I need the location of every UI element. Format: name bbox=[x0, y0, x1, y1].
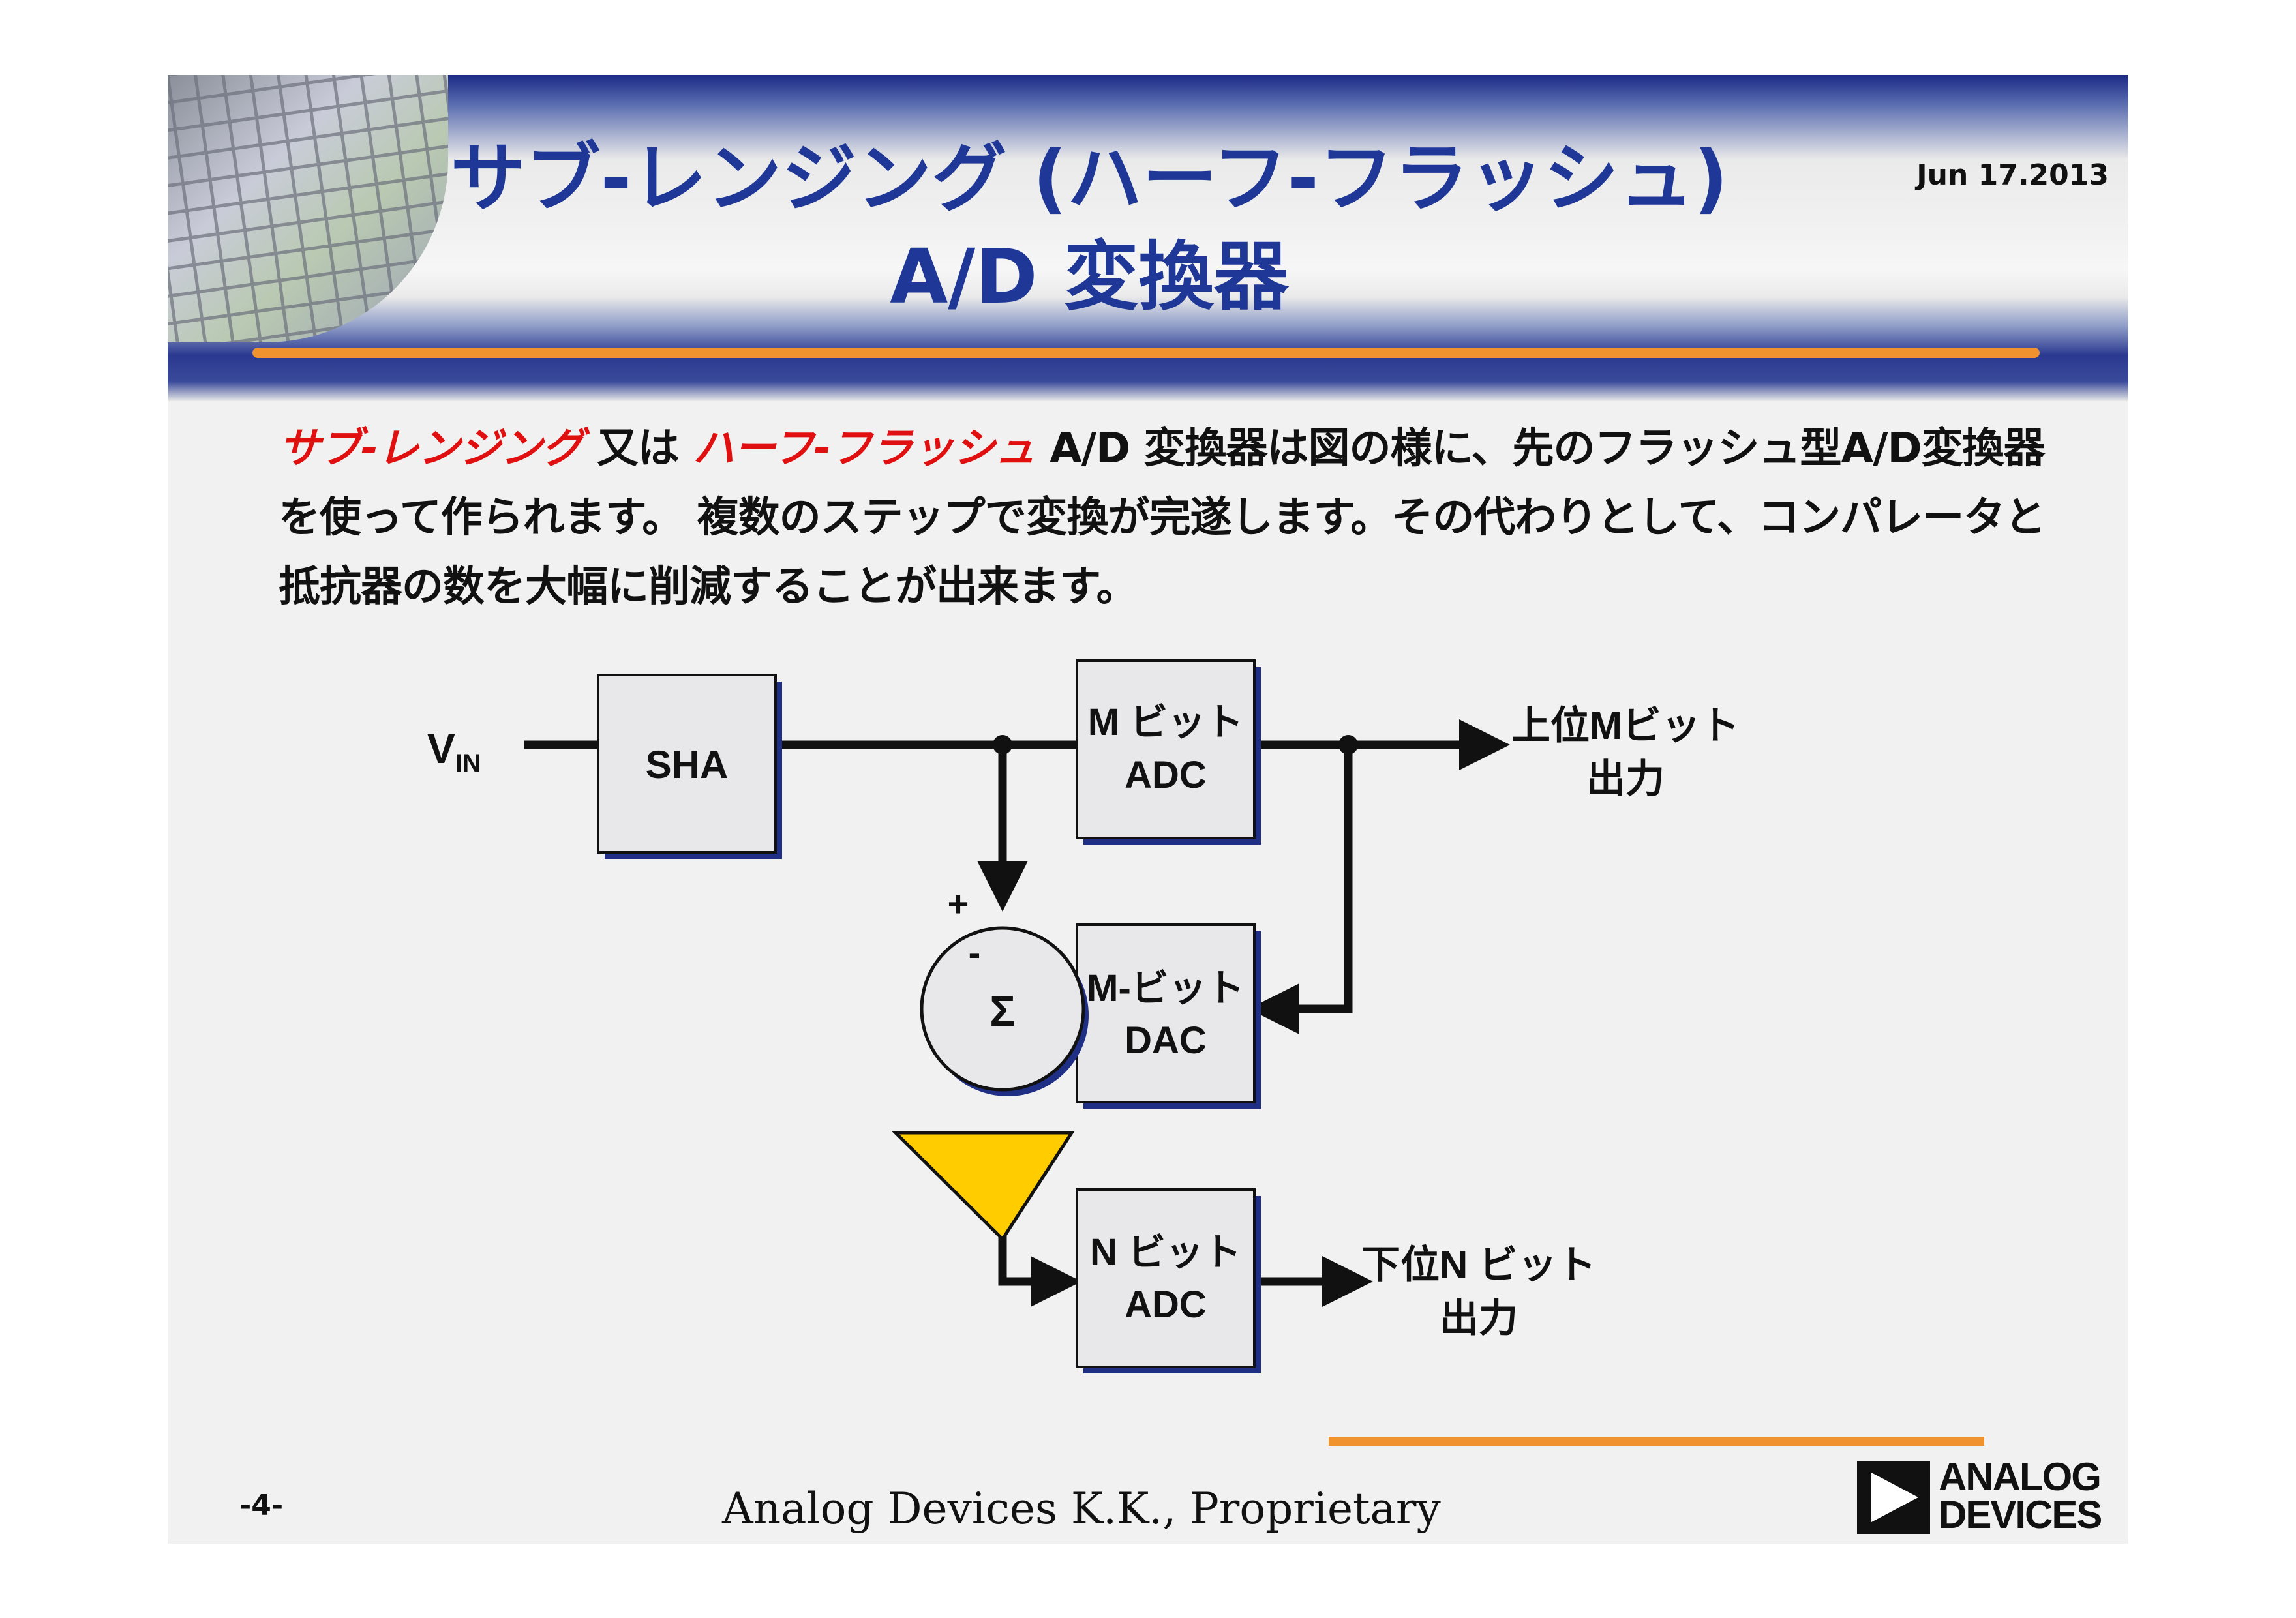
header-band bbox=[168, 75, 2128, 401]
sum-symbol: Σ bbox=[989, 987, 1016, 1035]
highlight-subranging: サブ-レンジング bbox=[279, 425, 584, 473]
m-dac-label-line1: M-ビット bbox=[1087, 967, 1245, 1010]
logo-triangle-icon bbox=[1857, 1461, 1930, 1534]
n-bit-adc-block: N ビット ADC bbox=[1076, 1188, 1261, 1373]
slide-date: Jun 17.2013 bbox=[1916, 158, 2109, 192]
title-underline bbox=[252, 348, 2040, 358]
n-adc-label-line1: N ビット bbox=[1090, 1231, 1241, 1274]
input-vin-label: VIN bbox=[427, 725, 481, 778]
m-bit-dac-block: M-ビット DAC bbox=[1076, 923, 1261, 1109]
signal-wires bbox=[524, 719, 1510, 1307]
sha-label: SHA bbox=[646, 743, 729, 787]
m-dac-label-line2: DAC bbox=[1125, 1019, 1207, 1062]
slide-title-line2: A/D 変換器 bbox=[890, 233, 1289, 321]
n-adc-label-line2: ADC bbox=[1125, 1283, 1207, 1326]
upper-output-label-line2: 出力 bbox=[1586, 757, 1665, 801]
lower-output-label-line2: 出力 bbox=[1440, 1296, 1518, 1340]
lower-output-label-line1: 下位N ビット bbox=[1361, 1243, 1596, 1287]
page-number: -4- bbox=[239, 1489, 284, 1522]
junction-dot-left bbox=[993, 735, 1012, 755]
sum-plus-sign: + bbox=[948, 883, 969, 924]
wire-to-dac bbox=[1248, 745, 1353, 1034]
upper-output-label-line1: 上位Mビット bbox=[1511, 704, 1740, 747]
sha-block: SHA bbox=[597, 674, 782, 859]
footer-text: Analog Devices K.K., Proprietary bbox=[722, 1484, 1441, 1534]
sum-minus-sign: - bbox=[969, 932, 981, 973]
summing-junction: Σ bbox=[920, 926, 1089, 1096]
slide: サブ-レンジング (ハーフ-フラッシュ) A/D 変換器 Jun 17.2013… bbox=[168, 75, 2128, 1544]
body-text-part1: 又は bbox=[582, 425, 693, 473]
slide-title-line1: サブ-レンジング (ハーフ-フラッシュ) bbox=[450, 135, 1729, 222]
footer-accent-line bbox=[1329, 1437, 1984, 1446]
body-text-part2: A/D 変換器は図の様に、先のフラッシュ型A/D変換器を使って作られます。 複数… bbox=[279, 425, 2046, 611]
body-paragraph: サブ-レンジング 又は ハーフ-フラッシュ A/D 変換器は図の様に、先のフラッ… bbox=[279, 414, 2053, 622]
highlight-half-flash: ハーフ-フラッシュ bbox=[693, 425, 1036, 473]
m-bit-adc-block: M ビット ADC bbox=[1076, 659, 1261, 845]
m-adc-label-line2: ADC bbox=[1125, 754, 1207, 796]
subranging-block-diagram: SHA M ビット ADC M-ビット DAC N ビット ADC Σ + - bbox=[427, 659, 1740, 1373]
m-adc-label-line1: M ビット bbox=[1088, 701, 1243, 743]
amplifier-triangle bbox=[891, 1131, 1075, 1242]
junction-dot-right bbox=[1338, 735, 1358, 755]
